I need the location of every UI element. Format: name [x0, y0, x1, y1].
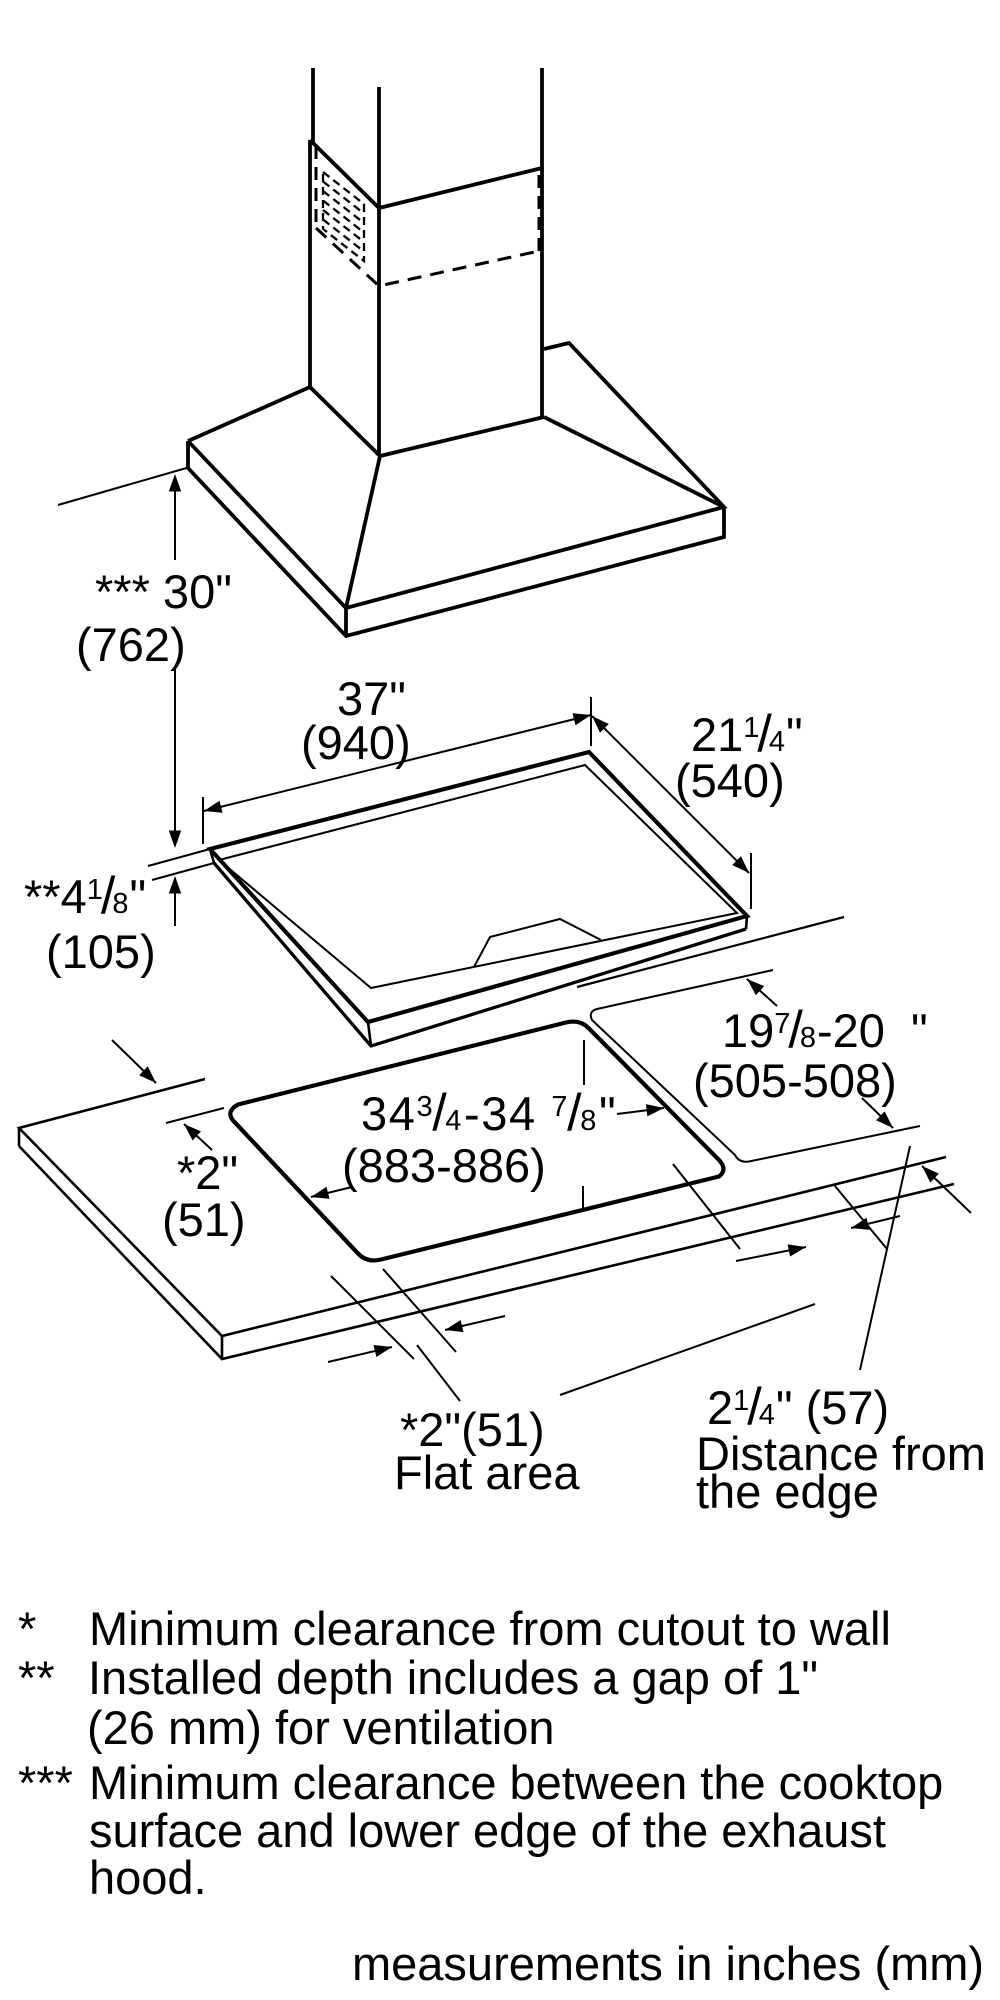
- svg-text:197/8-20 ": 197/8-20 ": [722, 1001, 928, 1059]
- svg-text:hood.: hood.: [89, 1851, 207, 1904]
- svg-text:(105): (105): [46, 925, 156, 978]
- svg-text:Installed depth includes a gap: Installed depth includes a gap of 1": [88, 1651, 818, 1704]
- svg-text:Minimum clearance from cutout: Minimum clearance from cutout to wall: [89, 1602, 891, 1655]
- svg-text:(762): (762): [76, 618, 186, 671]
- svg-text:*2": *2": [177, 1146, 238, 1199]
- svg-text:21/4" (57): 21/4" (57): [707, 1378, 889, 1436]
- svg-text:***: ***: [18, 1756, 73, 1809]
- svg-text:Flat area: Flat area: [394, 1446, 580, 1499]
- svg-text:Distance from: Distance from: [696, 1427, 986, 1480]
- svg-text:(540): (540): [675, 754, 785, 807]
- svg-text:(505-508): (505-508): [693, 1054, 897, 1107]
- svg-text:*: *: [18, 1602, 36, 1655]
- svg-text:*** 30": *** 30": [95, 565, 232, 618]
- svg-text:the edge: the edge: [696, 1465, 879, 1518]
- svg-text:*2"(51): *2"(51): [400, 1403, 545, 1456]
- svg-text:(26 mm) for ventilation: (26 mm) for ventilation: [87, 1701, 555, 1754]
- svg-text:measurements in inches (mm): measurements in inches (mm): [352, 1937, 984, 1990]
- svg-text:(940): (940): [301, 716, 411, 769]
- svg-text:Minimum clearance between the: Minimum clearance between the cooktop: [89, 1756, 943, 1809]
- svg-text:37": 37": [337, 672, 406, 725]
- svg-text:(51): (51): [162, 1193, 246, 1246]
- svg-text:**: **: [18, 1651, 55, 1704]
- svg-text:(883-886): (883-886): [342, 1139, 546, 1192]
- svg-text:surface and lower edge of the: surface and lower edge of the exhaust: [89, 1804, 886, 1857]
- svg-text:343/4-34 7/8": 343/4-34 7/8": [361, 1084, 617, 1142]
